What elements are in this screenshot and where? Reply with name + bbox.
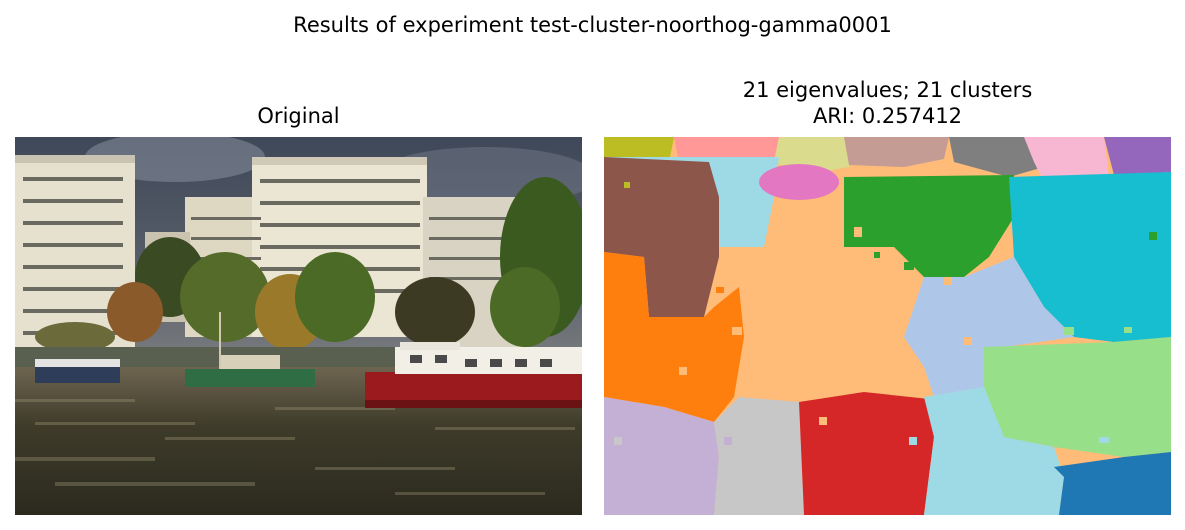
segment-red <box>799 392 934 515</box>
trees <box>35 177 582 352</box>
segment-green <box>844 175 1014 277</box>
segment-olive <box>604 137 674 162</box>
segmentation-image-axes <box>604 137 1171 515</box>
segmentation-title-line-1: 21 eigenvalues; 21 clusters <box>742 78 1033 102</box>
segment-light-gray <box>714 397 804 515</box>
original-title-line: Original <box>257 104 340 128</box>
segment-orange <box>604 252 744 422</box>
segment-light-blue <box>904 257 1074 397</box>
segment-teal <box>1009 172 1171 342</box>
segment-gray <box>949 137 1044 177</box>
segment-pink <box>1024 137 1109 182</box>
segment-blue <box>1054 452 1171 515</box>
original-image-axes <box>15 137 582 515</box>
segment-light-green <box>984 337 1171 457</box>
figure-title: Results of experiment test-cluster-noort… <box>293 13 892 37</box>
original-panel-title: Original <box>15 103 582 129</box>
boats <box>35 312 582 408</box>
segment-brown <box>604 157 719 317</box>
segment-purple <box>1104 137 1171 175</box>
segment-speckles <box>614 182 1157 445</box>
segment-rose-brown <box>844 137 949 167</box>
segment-lavender <box>604 397 719 515</box>
water-reflections <box>15 399 575 495</box>
original-photo <box>15 137 582 515</box>
segmentation-map <box>604 137 1171 515</box>
segment-magenta <box>759 164 839 200</box>
segment-light-cyan-bottom <box>924 387 1064 515</box>
segmentation-panel-title: 21 eigenvalues; 21 clusters ARI: 0.25741… <box>604 77 1171 129</box>
segmentation-title-line-2: ARI: 0.257412 <box>812 104 963 128</box>
